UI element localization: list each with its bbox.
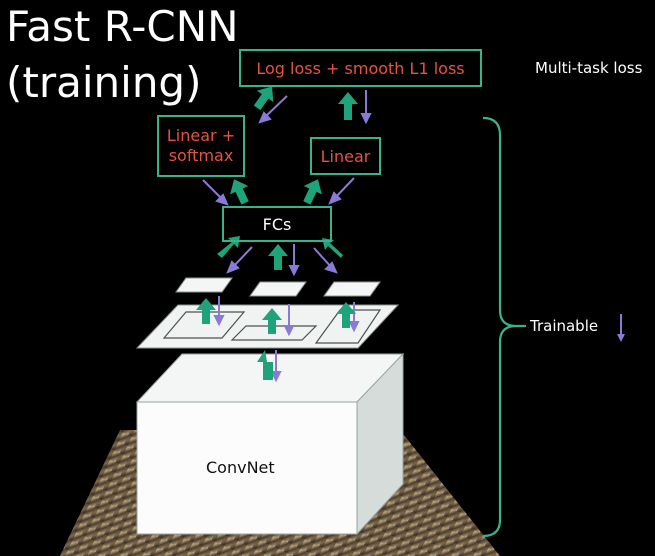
trainable-down-arrow-icon: [617, 314, 625, 342]
convnet-label: ConvNet: [206, 458, 275, 477]
roi-3: [314, 309, 382, 344]
linear-box: Linear: [310, 137, 381, 175]
convnet-block: [135, 352, 405, 536]
slide-title-line2: (training): [6, 58, 202, 107]
roi-pool-feature-1: [175, 277, 233, 293]
roi-1: [162, 311, 246, 339]
roi-pool-feature-3: [323, 281, 381, 297]
linear-softmax-line2: softmax: [168, 146, 234, 165]
forward-arrows: [196, 86, 358, 380]
slide-title-line1: Fast R-CNN: [6, 2, 239, 51]
loss-box: Log loss + smooth L1 loss: [239, 49, 482, 87]
feature-map-plane: [135, 304, 400, 349]
roi-pool-feature-2: [249, 281, 307, 297]
gradient-arrows: [202, 90, 372, 383]
fcs-box: FCs: [222, 206, 332, 242]
multitask-loss-label: Multi-task loss: [535, 59, 643, 77]
trainable-brace: [482, 116, 517, 538]
roi-2: [230, 325, 318, 341]
linear-softmax-line1: Linear +: [166, 126, 236, 145]
trainable-label: Trainable: [530, 317, 599, 335]
linear-softmax-box: Linear + softmax: [157, 115, 245, 177]
